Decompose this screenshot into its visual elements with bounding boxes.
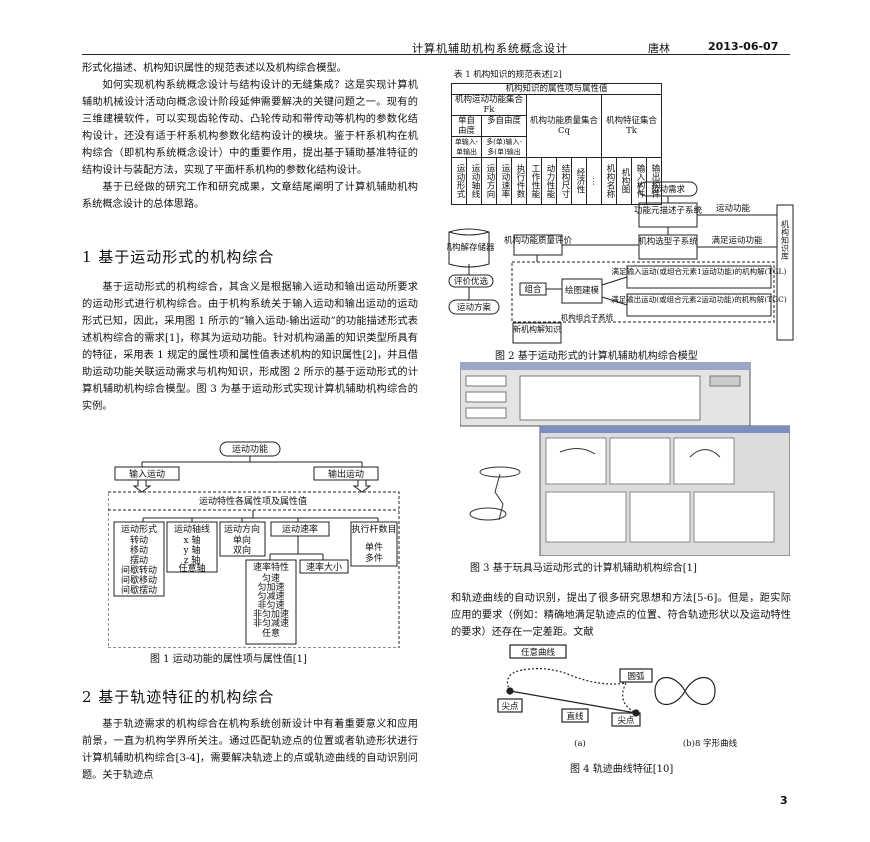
fig1-output-label: 输出运动	[328, 468, 364, 480]
fig1-item: z 轴	[184, 554, 201, 566]
fig1-group-label: 运动特性各属性项及属性值	[199, 495, 307, 507]
fig1-item: 非匀加速	[253, 608, 289, 620]
table-header: 机构功能质量集合 Cq	[526, 94, 602, 158]
paragraph: 基于已经做的研究工作和研究成果，文章结尾阐明了计算机辅助机构系统概念设计的总体思…	[82, 182, 418, 210]
fig1-item: 非匀减速	[253, 617, 289, 629]
table-col-header: 机构图	[616, 157, 632, 205]
fig4-any: 任意曲线	[521, 647, 556, 658]
fig2-plan: 运动方案	[457, 302, 492, 313]
fig2-func: 运动功能	[716, 203, 751, 214]
fig2-eval: 机构功能质量评价	[504, 235, 573, 246]
table-col-header: 输出构件	[646, 157, 662, 205]
header-author: 唐林	[648, 42, 670, 55]
fig1-speed-mag: 速率大小	[306, 561, 342, 573]
fig2-select: 机构选型子系统	[638, 236, 698, 247]
left-column-bottom: 基于轨迹需求的机构综合在机构系统创新设计中有着重要意义和应用前景，一直为机构学界…	[82, 716, 418, 784]
table-header: 单自由度	[451, 115, 482, 137]
fig2-satisfy: 满足运动功能	[711, 235, 763, 246]
fig2-demand: 运动需求	[651, 184, 686, 195]
fig2-desc: 功能元描述子系统	[634, 205, 703, 216]
fig2-tgc: 满足输出运动(或组合元素2运动功能)的机构解(TGC)	[611, 294, 787, 304]
fig1-item: 单向	[233, 534, 251, 546]
paragraph: 形式化描述、机构知识属性的规范表述以及机构综合模型。	[82, 63, 347, 74]
table-header: 多自由度	[481, 115, 527, 137]
table-header: 机构特征集合 Tk	[601, 94, 662, 158]
paragraph: 基于运动形式的机构综合，其含义是根据输入运动和输出运动所要求的运动形式进行机构综…	[82, 282, 418, 412]
fig1-item: 任意	[262, 627, 280, 639]
left-column-mid: 基于运动形式的机构综合，其含义是根据输入运动和输出运动所要求的运动形式进行机构综…	[82, 279, 418, 415]
fig1-item: 转动	[130, 534, 148, 546]
section-heading-2: 2 基于轨迹特征的机构综合	[82, 688, 275, 706]
fig1-axis-title: 运动轴线	[174, 523, 210, 535]
fig1-form-title: 运动形式	[121, 523, 157, 535]
fig4-line: 直线	[566, 711, 584, 722]
fig2-draw: 绘图建模	[565, 285, 600, 296]
table-1: 机构知识的属性项与属性值 机构运动功能集合 Fk 机构功能质量集合 Cq 机构特…	[451, 83, 662, 205]
figure-3-caption: 图 3 基于玩具马运动形式的计算机辅助机构综合[1]	[470, 563, 697, 574]
fig4-cusp2: 尖点	[617, 715, 635, 726]
figure-4-diagram: 任意曲线 圆弧 尖点 直线 尖点 (a) (b)8 字形曲线	[497, 644, 738, 749]
fig1-rod-title: 执行杆数目	[351, 523, 396, 535]
fig1-top-label: 运动功能	[232, 443, 268, 455]
fig4-b: (b)8 字形曲线	[683, 738, 738, 749]
fig1-item: 间歇摆动	[121, 584, 157, 596]
fig1-item: 双向	[233, 544, 251, 556]
fig1-item: 多件	[365, 552, 383, 564]
fig2-pref: 评价优选	[454, 276, 489, 287]
fig4-arc: 圆弧	[627, 671, 645, 682]
fig1-item: 移动	[130, 544, 148, 556]
header-title: 计算机辅助机构系统概念设计	[412, 42, 568, 55]
fig2-db: 机构解存储器	[447, 242, 495, 253]
section-heading-1: 1 基于运动形式的机构综合	[82, 248, 275, 266]
header-date: 2013-06-07	[708, 40, 779, 53]
fig1-item: 单件	[365, 541, 383, 553]
figure-4-caption: 图 4 轨迹曲线特征[10]	[570, 764, 674, 775]
paragraph: 基于轨迹需求的机构综合在机构系统创新设计中有着重要意义和应用前景，一直为机构学界…	[82, 719, 418, 781]
fig2-kb: 机构知识库	[781, 219, 790, 261]
table-header: 多(单)输入-多(单)输出	[481, 136, 527, 158]
table-1-caption: 表 1 机构知识的规范表述[2]	[454, 70, 562, 80]
figure-3-image	[459, 361, 791, 557]
fig1-input-label: 输入运动	[129, 468, 165, 480]
figure-1-diagram: 运动功能 输入运动 输出运动 运动特性各属性项及属性值 运动形式 转动 移动 摆…	[108, 441, 400, 648]
paragraph: 和轨迹曲线的自动识别，提出了很多研究思想和方法[5-6]。但是，距实际应用的要求…	[451, 593, 791, 638]
table-header: 机构运动功能集合 Fk	[451, 94, 527, 116]
fig1-item: 任意轴	[178, 562, 205, 574]
fig4-a: (a)	[574, 738, 586, 749]
fig1-item: y 轴	[183, 544, 201, 556]
fig1-item: 间歇转动	[121, 564, 157, 576]
left-column-top: 形式化描述、机构知识属性的规范表述以及机构综合模型。 如何实现机构系统概念设计与…	[82, 60, 418, 213]
fig2-combine: 组合	[524, 284, 542, 295]
page-number: 3	[780, 794, 788, 807]
fig1-speed-char: 速率特性	[253, 561, 289, 573]
fig1-item: 匀减速	[257, 590, 284, 602]
figure-1-caption: 图 1 运动功能的属性项与属性值[1]	[150, 654, 307, 665]
fig2-tgl: 满足输入运动(或组合元素1运动功能)的机构解(TGL)	[612, 266, 787, 276]
paragraph: 如何实现机构系统概念设计与结构设计的无缝集成？这是实现计算机辅助机械设计活动向概…	[82, 80, 418, 176]
figure-2-caption: 图 2 基于运动形式的计算机辅助机构综合模型	[495, 351, 698, 362]
fig1-item: 匀速	[262, 572, 280, 584]
fig1-item: 匀加速	[257, 581, 284, 593]
running-header: 计算机辅助机构系统概念设计 唐林 2013-06-07	[82, 40, 790, 55]
fig4-cusp1: 尖点	[501, 701, 519, 712]
fig1-dir-title: 运动方向	[224, 523, 260, 535]
table-header: 单输入-单输出	[451, 136, 482, 158]
fig1-item: 间歇移动	[121, 574, 157, 586]
fig1-item: 摆动	[130, 554, 148, 566]
fig1-item: 非匀速	[257, 599, 284, 611]
figure-2-diagram: 运动需求 功能元描述子系统 运动功能 机构选型子系统 满足运动功能 机构知识库 …	[447, 181, 794, 344]
right-column-text: 和轨迹曲线的自动识别，提出了很多研究思想和方法[5-6]。但是，距实际应用的要求…	[451, 590, 791, 641]
table-header: 机构知识的属性项与属性值	[451, 83, 662, 95]
fig1-item: x 轴	[184, 534, 201, 546]
fig2-comb-sys: 机构组合子系统	[561, 312, 614, 322]
fig1-speed-title: 运动速率	[282, 523, 318, 535]
fig2-new: 新机构解知识	[513, 324, 561, 334]
